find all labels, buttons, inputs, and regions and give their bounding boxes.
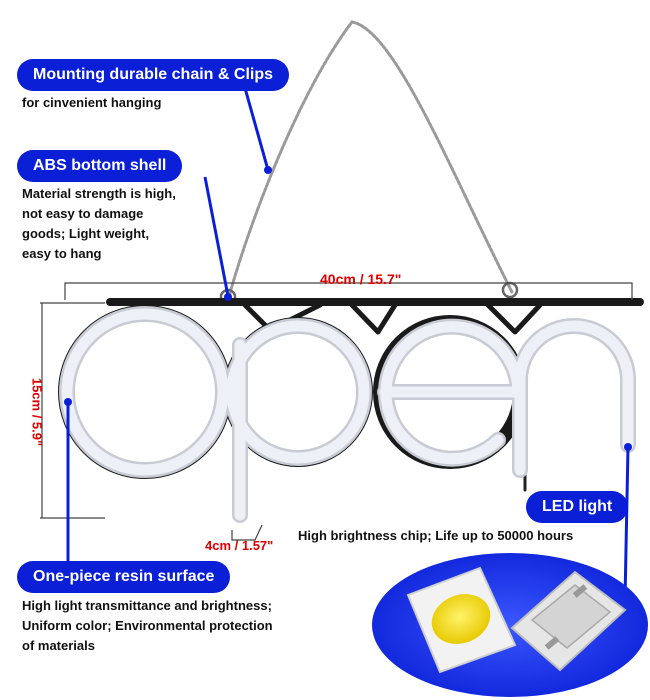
resin-callout-desc: High light transmittance and brightness;… <box>22 596 273 656</box>
desc-line: not easy to damage <box>22 206 144 221</box>
dot-marker <box>624 443 632 451</box>
chain-callout-desc: for cinvenient hanging <box>22 93 161 113</box>
desc-line: easy to hang <box>22 246 102 261</box>
led-callout-title: LED light <box>526 491 629 523</box>
shell-callout-title: ABS bottom shell <box>17 150 183 182</box>
tail-dimension-label: 4cm / 1.57" <box>205 538 274 553</box>
desc-line: High brightness chip; Life up to 50000 h… <box>298 528 574 543</box>
led-chip-front <box>406 566 517 674</box>
height-dimension-label: 15cm / 5.9" <box>29 377 45 447</box>
chain-callout-title: Mounting durable chain & Clips <box>17 59 289 91</box>
desc-line: for cinvenient hanging <box>22 95 162 110</box>
dimension-lines <box>40 282 633 541</box>
desc-line: High light transmittance and brightness; <box>22 598 272 613</box>
desc-line: Material strength is high, <box>22 186 176 201</box>
hanging-chain <box>226 20 514 302</box>
shell-callout-desc: Material strength is high, not easy to d… <box>22 184 176 264</box>
dot-marker <box>224 293 232 301</box>
resin-callout-title: One-piece resin surface <box>17 561 231 593</box>
desc-line: Uniform color; Environmental protection <box>22 618 273 633</box>
desc-line: goods; Light weight, <box>22 226 150 241</box>
dot-marker <box>264 166 272 174</box>
desc-line: of materials <box>22 638 95 653</box>
neon-letters <box>59 306 636 523</box>
width-dimension-label: 40cm / 15.7" <box>320 271 402 287</box>
led-chip-inset <box>372 553 648 697</box>
leader-lines <box>66 87 630 601</box>
led-chip-back <box>510 570 627 672</box>
dot-marker <box>64 398 72 406</box>
led-callout-desc: High brightness chip; Life up to 50000 h… <box>298 526 573 546</box>
